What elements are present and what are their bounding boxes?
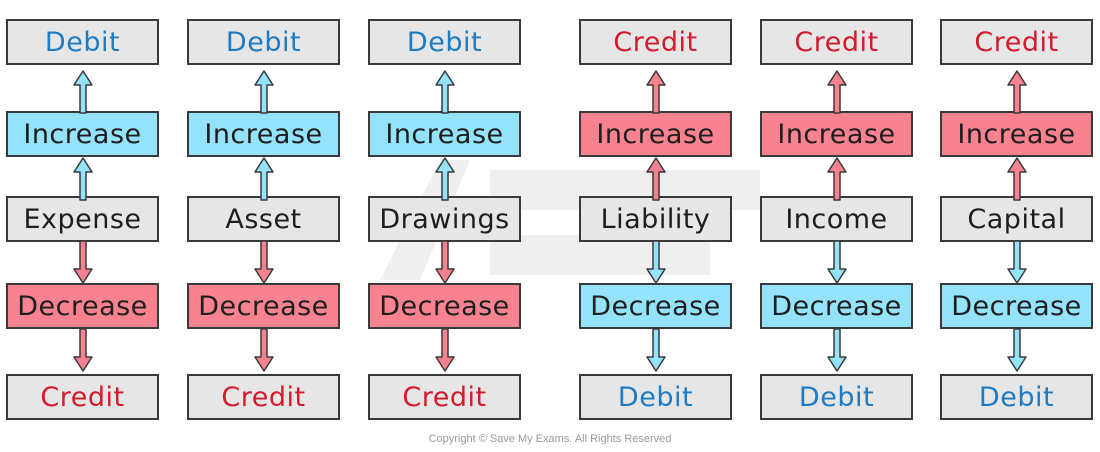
column-6-account-box: Capital: [940, 196, 1093, 242]
column-2-arrow-up-icon: [253, 157, 274, 201]
column-1-account-box: Expense: [6, 196, 159, 242]
column-2-arrow-up-icon: [253, 70, 274, 114]
column-5-arrow-down-icon: [826, 240, 847, 284]
column-6-arrow-down-icon: [1006, 328, 1027, 372]
column-5-arrow-down-icon: [826, 328, 847, 372]
column-1-decrease-box: Decrease: [6, 283, 159, 329]
column-3-top-box: Debit: [368, 19, 521, 65]
column-1-arrow-down-icon: [72, 240, 93, 284]
column-1-arrow-down-icon: [72, 328, 93, 372]
column-6-increase-box: Increase: [940, 111, 1093, 157]
column-1-top-box: Debit: [6, 19, 159, 65]
column-1-bottom-box: Credit: [6, 374, 159, 420]
column-1-arrow-up-icon: [72, 70, 93, 114]
column-2-increase-box: Increase: [187, 111, 340, 157]
column-2-arrow-down-icon: [253, 328, 274, 372]
column-6-decrease-box: Decrease: [940, 283, 1093, 329]
copyright-notice: Copyright © Save My Exams. All Rights Re…: [428, 433, 672, 445]
column-4-arrow-up-icon: [645, 157, 666, 201]
column-6-arrow-up-icon: [1006, 70, 1027, 114]
column-4-increase-box: Increase: [579, 111, 732, 157]
column-4-account-box: Liability: [579, 196, 732, 242]
column-4-arrow-up-icon: [645, 70, 666, 114]
column-6-bottom-box: Debit: [940, 374, 1093, 420]
column-4-arrow-down-icon: [645, 240, 666, 284]
column-5-arrow-up-icon: [826, 70, 847, 114]
column-6-arrow-down-icon: [1006, 240, 1027, 284]
column-1-arrow-up-icon: [72, 157, 93, 201]
column-2-account-box: Asset: [187, 196, 340, 242]
column-2-arrow-down-icon: [253, 240, 274, 284]
column-5-increase-box: Increase: [760, 111, 913, 157]
column-3-account-box: Drawings: [368, 196, 521, 242]
column-3-decrease-box: Decrease: [368, 283, 521, 329]
column-4-arrow-down-icon: [645, 328, 666, 372]
column-6-arrow-up-icon: [1006, 157, 1027, 201]
column-4-bottom-box: Debit: [579, 374, 732, 420]
column-5-bottom-box: Debit: [760, 374, 913, 420]
column-4-decrease-box: Decrease: [579, 283, 732, 329]
column-3-increase-box: Increase: [368, 111, 521, 157]
column-4-top-box: Credit: [579, 19, 732, 65]
column-2-top-box: Debit: [187, 19, 340, 65]
column-3-arrow-up-icon: [434, 70, 455, 114]
column-5-top-box: Credit: [760, 19, 913, 65]
column-3-arrow-up-icon: [434, 157, 455, 201]
column-3-arrow-down-icon: [434, 240, 455, 284]
column-2-bottom-box: Credit: [187, 374, 340, 420]
column-3-bottom-box: Credit: [368, 374, 521, 420]
column-5-arrow-up-icon: [826, 157, 847, 201]
column-1-increase-box: Increase: [6, 111, 159, 157]
column-5-account-box: Income: [760, 196, 913, 242]
column-2-decrease-box: Decrease: [187, 283, 340, 329]
column-3-arrow-down-icon: [434, 328, 455, 372]
column-6-top-box: Credit: [940, 19, 1093, 65]
column-5-decrease-box: Decrease: [760, 283, 913, 329]
